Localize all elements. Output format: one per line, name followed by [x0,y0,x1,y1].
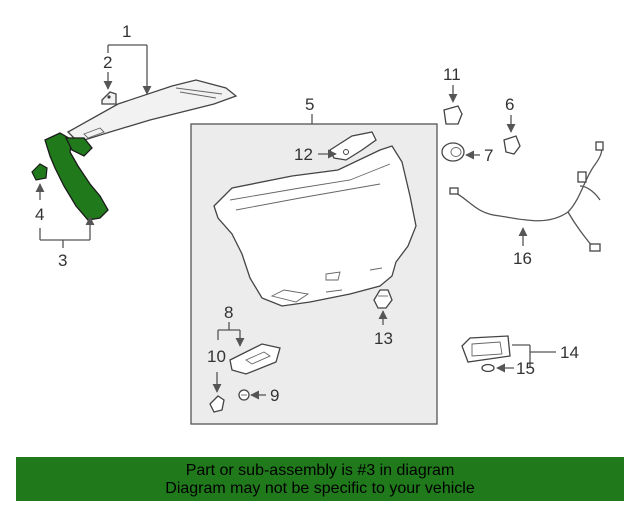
grommet-part-7[interactable] [441,142,465,162]
callout-2: 2 [103,53,112,72]
callout-3: 3 [58,251,67,270]
push-pin-part-13[interactable] [373,289,393,309]
callout-14: 14 [560,343,579,362]
clip-part-2[interactable] [101,91,117,105]
callout-12: 12 [294,145,313,164]
callout-6: 6 [505,95,514,114]
info-banner: Part or sub-assembly is #3 in diagram Di… [16,457,624,501]
banner-line-2: Diagram may not be specific to your vehi… [165,480,475,497]
pillar-trim-part-3-highlighted[interactable] [44,132,109,221]
callout-11: 11 [443,65,461,84]
retainer-part-6[interactable] [503,135,521,155]
clip-part-4[interactable] [31,163,48,181]
clip-part-11[interactable] [443,105,463,125]
upper-trim-panel-part[interactable] [66,79,238,143]
bulb-part-10[interactable] [209,395,225,413]
callout-9: 9 [270,386,279,405]
wiring-harness-part-16[interactable] [449,141,604,252]
lamp-housing-part-8[interactable] [229,343,281,375]
banner-line-1: Part or sub-assembly is #3 in diagram [185,462,455,479]
callout-5: 5 [305,95,314,114]
callout-14-leader [512,344,556,368]
screw-part-9[interactable] [238,389,250,401]
callout-10: 10 [207,347,226,366]
callout-3-leader [39,216,95,248]
callout-7: 7 [484,146,493,165]
lamp-part-14[interactable] [461,335,511,363]
callout-15: 15 [516,359,535,378]
liftgate-trim-panel-part-5[interactable] [213,145,417,307]
callout-13: 13 [374,329,393,348]
callout-1: 1 [122,22,131,41]
callout-8: 8 [224,303,233,322]
callout-1-leader [107,44,152,95]
bulb-part-15[interactable] [481,363,495,373]
callout-4: 4 [35,205,44,224]
callout-16: 16 [513,249,532,268]
callout-8-leader [217,322,245,347]
